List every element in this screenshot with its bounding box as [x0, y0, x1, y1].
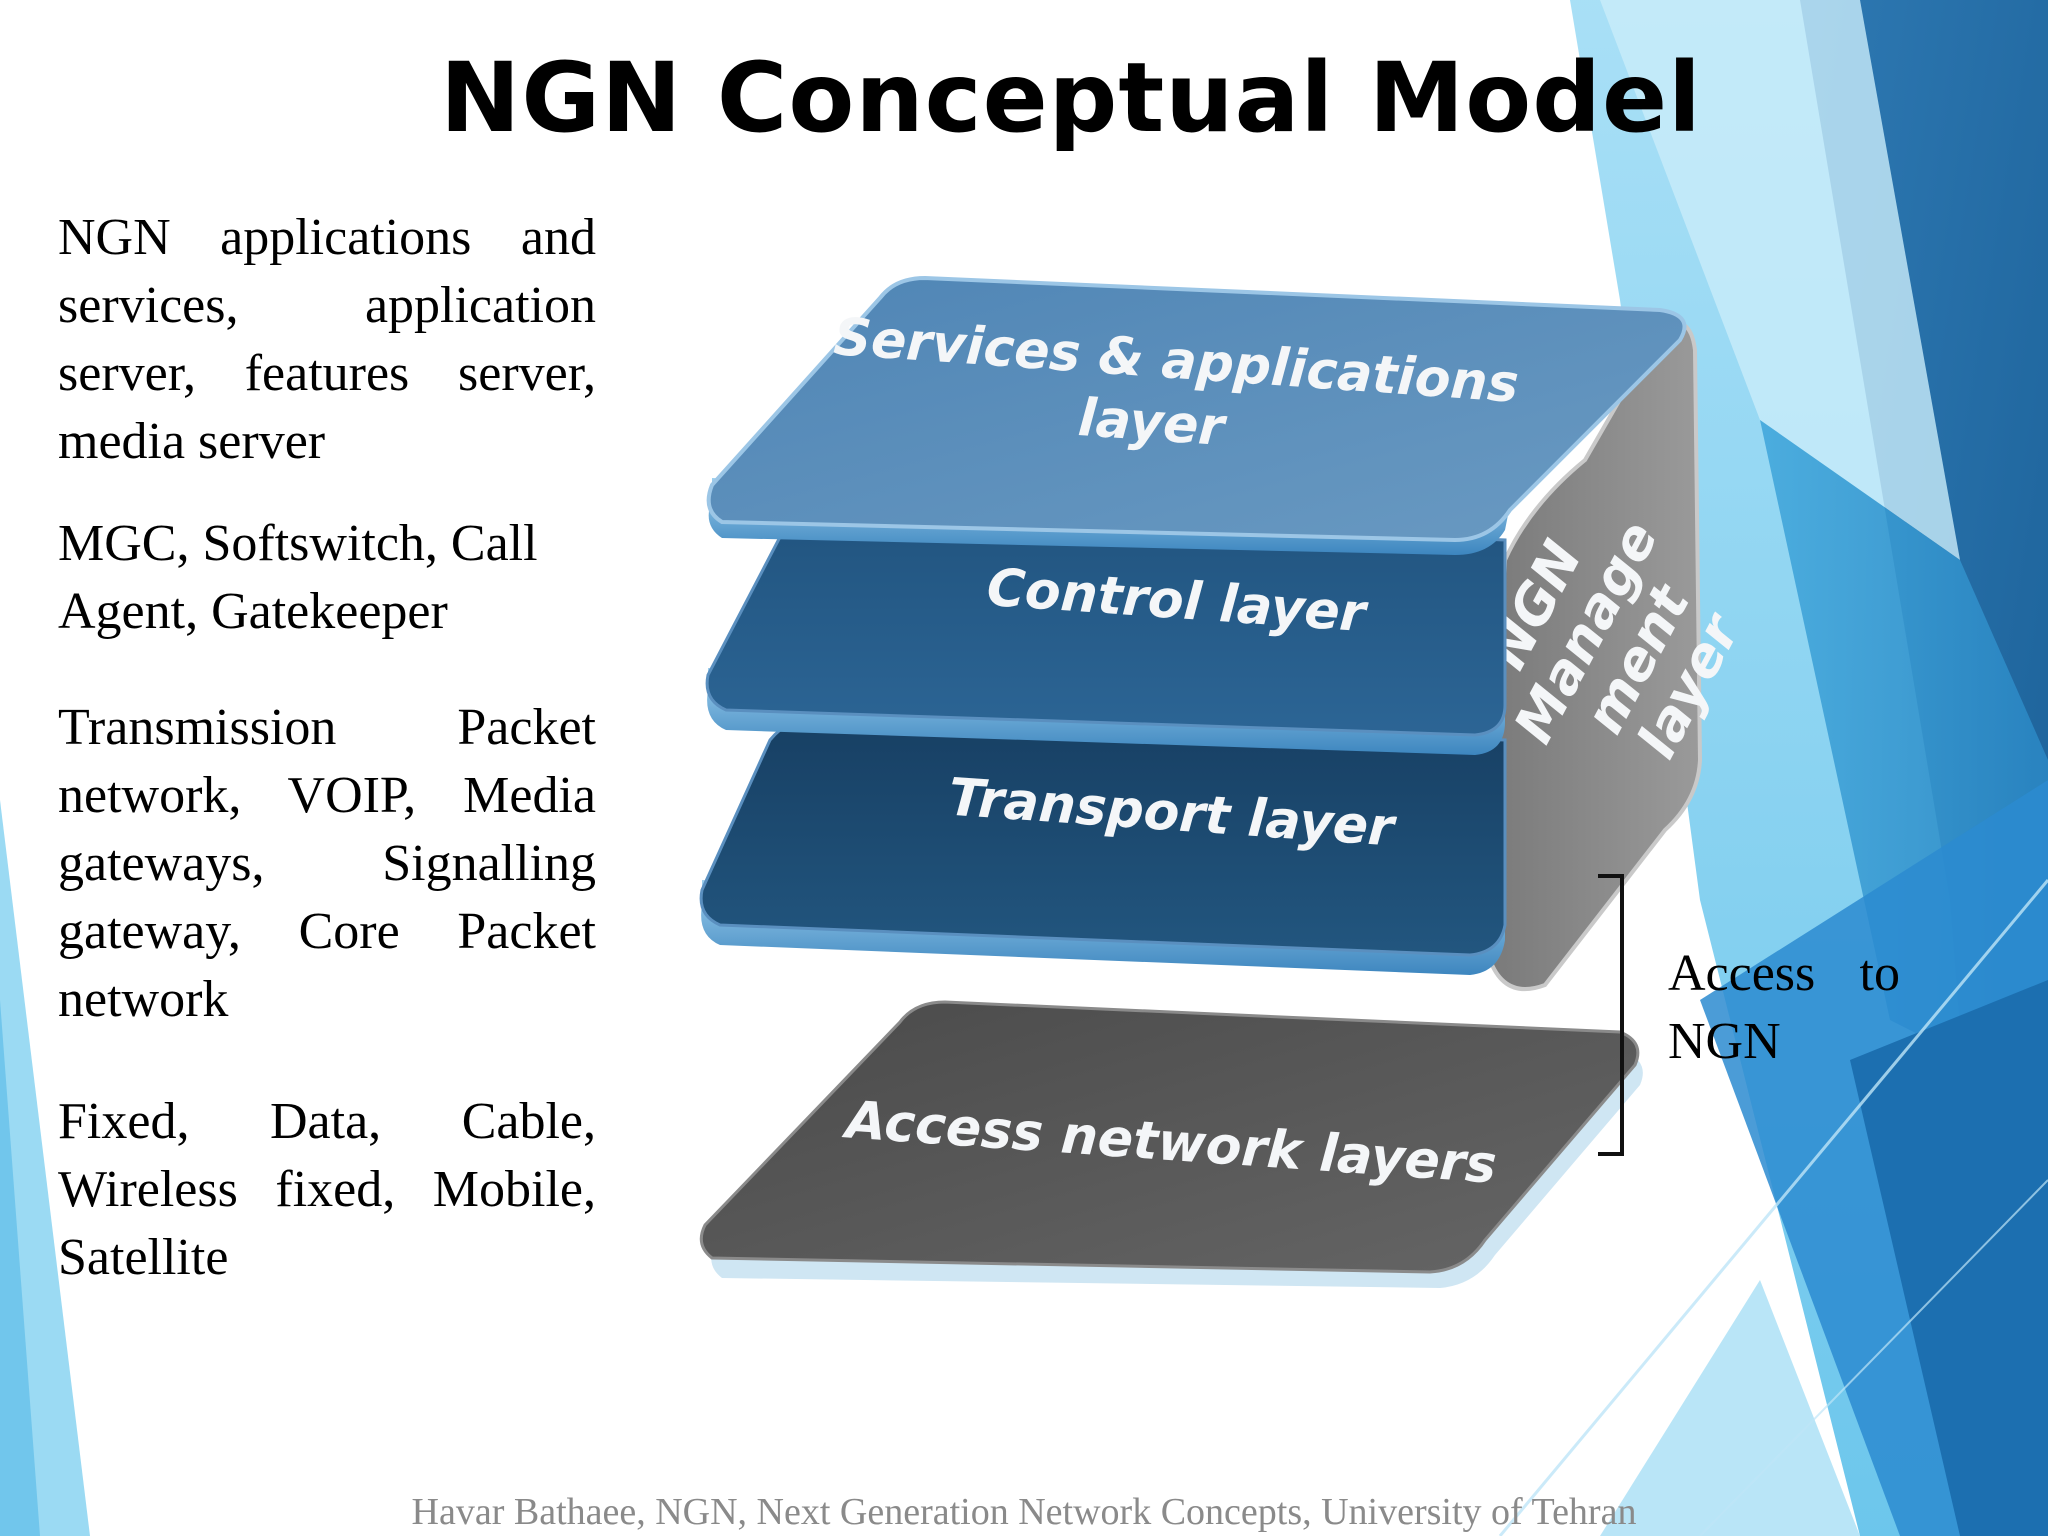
- description-access: Fixed, Data, Cable, Wireless fixed, Mobi…: [58, 1093, 596, 1286]
- access-to-ngn-label: Access to NGN: [1668, 940, 1900, 1076]
- transport-layer: [699, 713, 1507, 975]
- slide-title: NGN Conceptual Model: [440, 42, 1702, 154]
- access-network-layer: [699, 1000, 1643, 1288]
- access-bracket: [1598, 874, 1624, 1156]
- services-applications-layer: [706, 275, 1687, 555]
- services-layer-label-line2: layer: [1076, 388, 1229, 458]
- management-layer: [1487, 321, 1703, 991]
- description-transport: Transmission Packet network, VOIP, Media…: [58, 699, 596, 1028]
- access-label-line2: NGN: [1668, 1013, 1781, 1070]
- footer-credit: Havar Bathaee, NGN, Next Generation Netw…: [411, 1491, 1637, 1533]
- description-applications: NGN applications and services, applicati…: [58, 209, 596, 470]
- access-label-line1: Access to: [1668, 945, 1900, 1002]
- description-control: MGC, Softswitch, Call Agent, Gatekeeper: [58, 515, 538, 640]
- control-layer: [705, 510, 1507, 755]
